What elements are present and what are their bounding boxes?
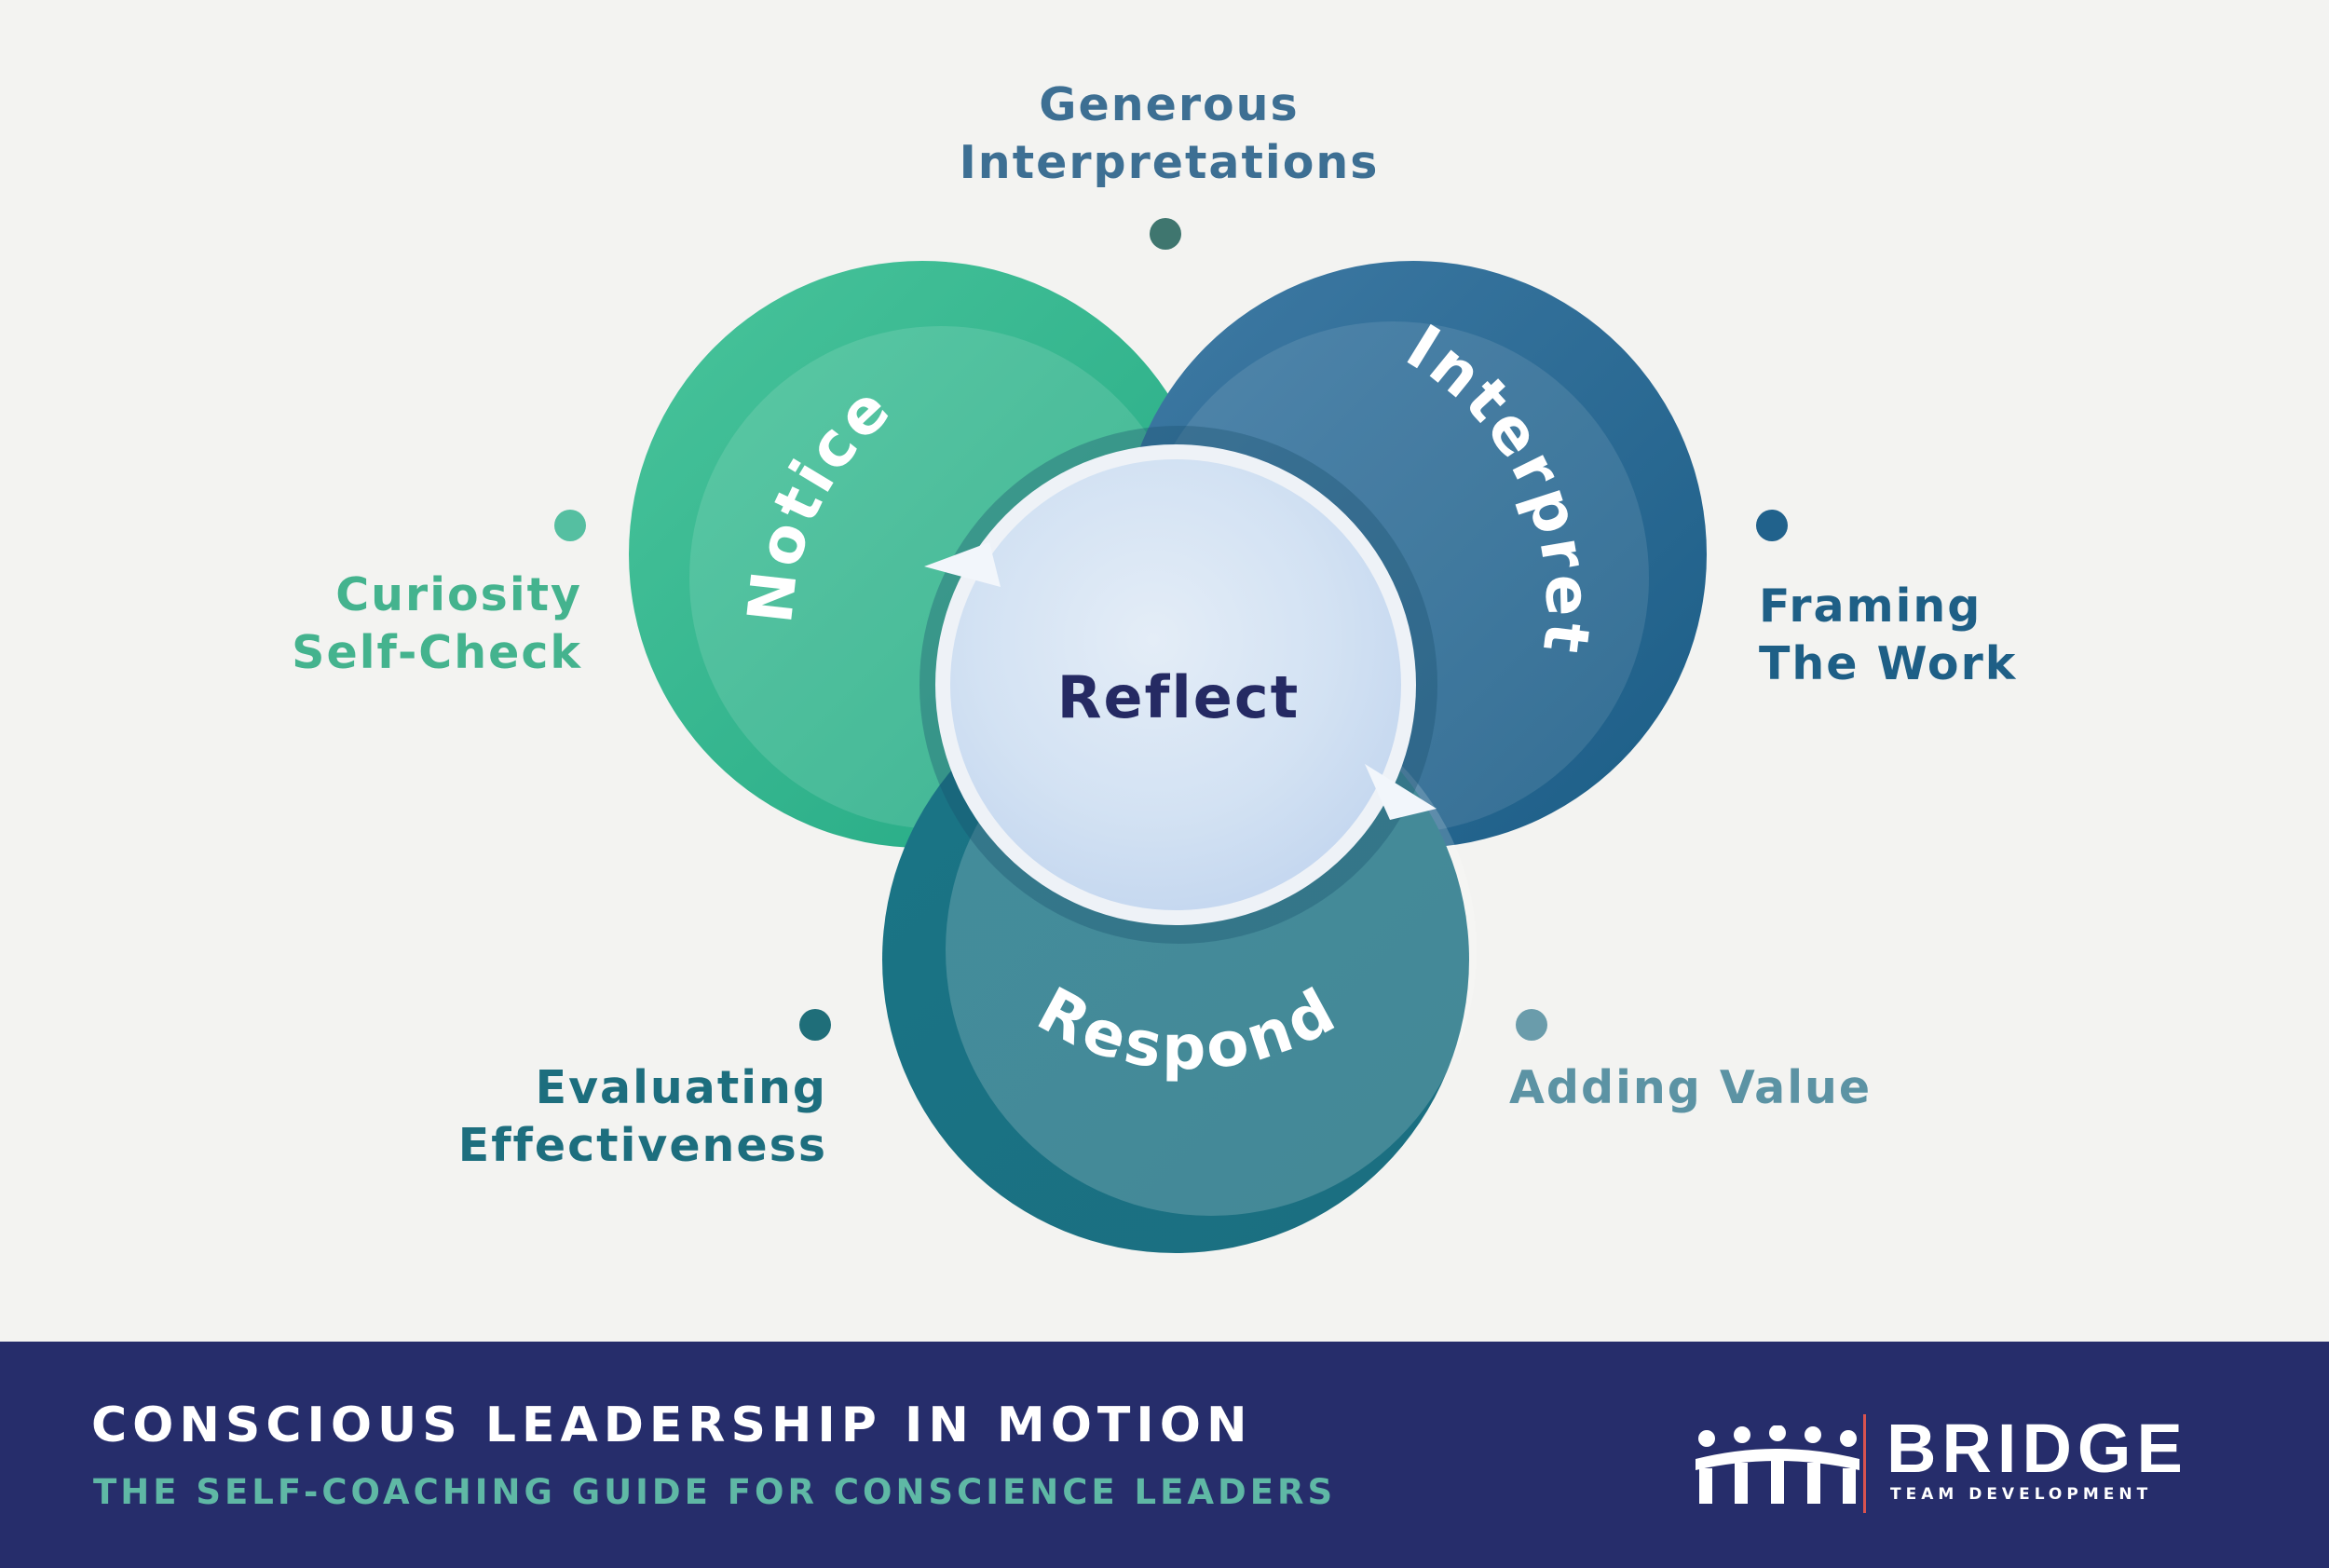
team-people-icon [1696, 1425, 1859, 1504]
reflect-circle [919, 426, 1437, 944]
logo-tagline: TEAM DEVELOPMENT [1890, 1485, 2153, 1504]
bridge-logo: BRIDGE TEAM DEVELOPMENT [1694, 1410, 2253, 1517]
curiosity-self-check-label: Curiosity Self-Check [292, 568, 582, 679]
cycle-diagram-svg: Notice Interpret Respond Reflect [629, 261, 1707, 1253]
framing-the-work-label: Framing The Work [1759, 579, 2018, 690]
evaluating-dot [799, 1009, 831, 1041]
footer-title: CONSCIOUS LEADERSHIP IN MOTION [91, 1398, 1253, 1453]
framing-dot [1756, 510, 1788, 541]
reflect-label: Reflect [1057, 663, 1300, 731]
cycle-diagram: Notice Interpret Respond Reflect Generou… [292, 78, 2018, 1253]
cycle-arrow-upper-icon [924, 542, 1001, 587]
adding-value-dot [1516, 1009, 1547, 1041]
footer-subtitle: THE SELF-COACHING GUIDE FOR CONSCIENCE L… [93, 1472, 1337, 1512]
curiosity-dot [554, 510, 586, 541]
adding-value-label: Adding Value [1509, 1061, 1873, 1114]
logo-divider [1863, 1414, 1866, 1513]
generous-interpretations-label: Generous Interpretations [959, 78, 1380, 189]
cycle-arrow-lower-icon [1365, 764, 1437, 820]
footer-banner: CONSCIOUS LEADERSHIP IN MOTION THE SELF-… [0, 1342, 2329, 1568]
logo-name: BRIDGE [1886, 1410, 2188, 1487]
evaluating-effectiveness-label: Evaluating Effectiveness [457, 1061, 827, 1172]
generous-dot [1150, 218, 1181, 250]
